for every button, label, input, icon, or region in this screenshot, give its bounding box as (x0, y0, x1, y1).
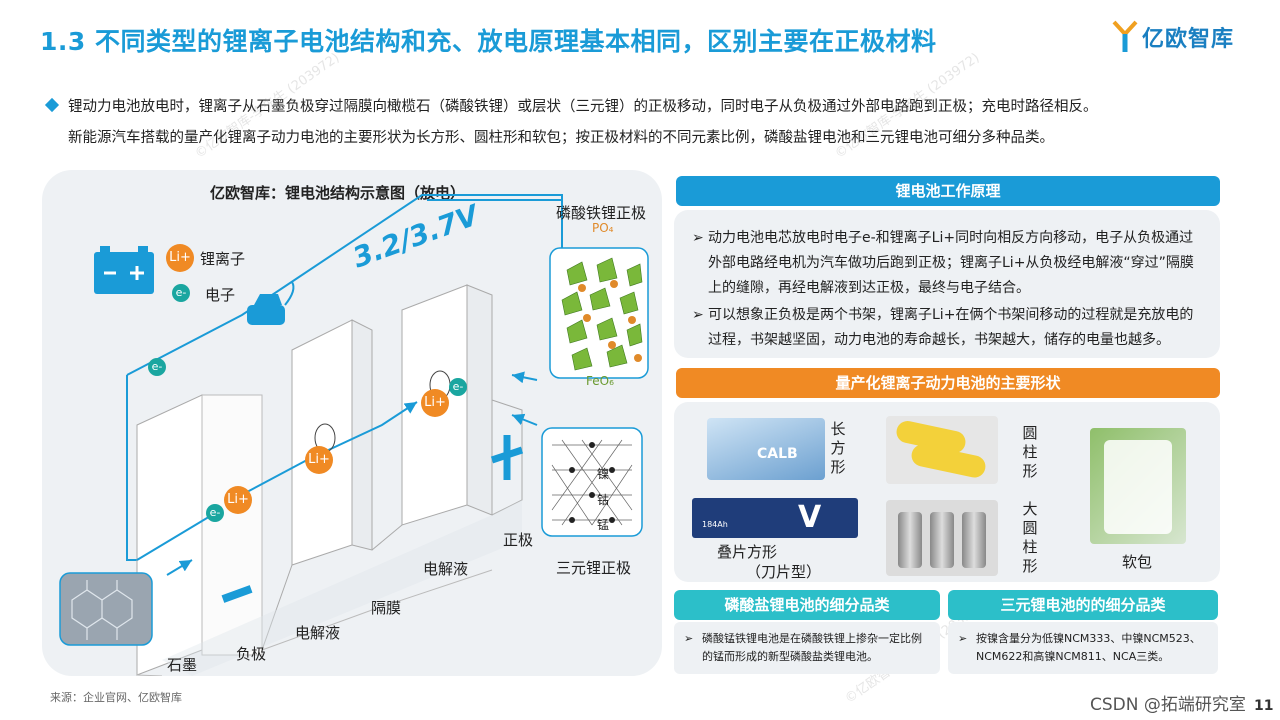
cobalt-label: 钴 (597, 493, 610, 507)
page-number: 11 (1254, 698, 1274, 714)
cylindrical-cell-image (886, 416, 998, 484)
forms-header: 量产化锂离子动力电池的主要形状 (676, 368, 1220, 398)
arrow-bullet-icon: ➢ (692, 230, 704, 246)
blade-v-logo-icon: V (798, 500, 822, 535)
principle-point-1: ➢动力电池电芯放电时电子e-和锂离子Li+同时向相反方向移动，电子从负极通过外部… (674, 226, 1220, 301)
intro-line-1: 锂动力电池放电时，锂离子从石墨负极穿过隔膜向橄榄石（磷酸铁锂）或层状（三元锂）的… (68, 99, 1098, 115)
arrow-bullet-icon: ➢ (692, 307, 704, 323)
diagram-title: 亿欧智库：锂电池结构示意图（放电） (210, 184, 466, 202)
ternary-cathode-label: 三元锂正极 (556, 559, 632, 577)
anode-label: 负极 (236, 645, 267, 663)
yiou-logo-icon (1112, 20, 1138, 52)
source-note: 来源：企业官网、亿欧智库 (50, 691, 182, 704)
lfp-sub-text: 磷酸锰铁锂电池是在磷酸铁锂上掺杂一定比例的锰而形成的新型磷酸盐类锂电池。 (702, 632, 922, 663)
blade-label-1: 叠片方形 (717, 543, 778, 561)
legend-electron-label: 电子 (205, 286, 236, 304)
principle-text-2: 可以想象正负极是两个书架，锂离子Li+在俩个书架间移动的过程就是充放电的过程，书… (708, 307, 1194, 348)
blade-capacity: 184Ah (702, 520, 728, 529)
lfp-sub-box: ➢ 磷酸锰铁锂电池是在磷酸铁锂上掺杂一定比例的锰而形成的新型磷酸盐类锂电池。 (674, 622, 940, 674)
prismatic-cell-image: CALB (707, 418, 825, 480)
calb-text: CALB (757, 446, 798, 462)
lithium-ion-marker: Li+ (421, 389, 449, 417)
logo-text: 亿欧智库 (1142, 27, 1235, 52)
rect-label: 长方形 (830, 420, 846, 476)
diamond-bullet-icon (44, 97, 60, 113)
electrolyte-right-label: 电解液 (423, 560, 469, 578)
cathode-label: 正极 (503, 531, 534, 549)
legend-ion-symbol: Li+ (166, 244, 194, 272)
lfp-sub-header: 磷酸盐锂电池的细分品类 (674, 590, 940, 620)
graphite-label: 石墨 (167, 656, 198, 674)
intro-bullet: 锂动力电池放电时，锂离子从石墨负极穿过隔膜向橄榄石（磷酸铁锂）或层状（三元锂）的… (44, 92, 1250, 154)
principle-header: 锂电池工作原理 (676, 176, 1220, 206)
pouch-label: 软包 (1122, 553, 1153, 571)
legend-ion-label: 锂离子 (200, 250, 246, 268)
ncm-sub-text: 按镍含量分为低镍NCM333、中镍NCM523、NCM622和高镍NCM811、… (976, 632, 1201, 663)
ncm-sub-header: 三元锂电池的的细分品类 (948, 590, 1218, 620)
page-title: 1.3 不同类型的锂离子电池结构和充、放电原理基本相同，区别主要在正极材料 (40, 27, 937, 56)
separator-label: 隔膜 (371, 599, 402, 617)
arrow-bullet-icon: ➢ (958, 632, 968, 645)
electron-marker: e- (148, 358, 166, 376)
intro-line-2: 新能源汽车搭载的量产化锂离子动力电池的主要形状为长方形、圆柱形和软包；按正极材料… (68, 130, 1054, 146)
pouch-cell-image (1090, 428, 1186, 544)
blade-cell-image: 184Ah V (692, 498, 858, 538)
feo6-label: FeO₆ (586, 374, 614, 388)
legend-electron-symbol: e- (172, 284, 190, 302)
po4-label: PO₄ (592, 221, 614, 235)
principle-point-2: ➢可以想象正负极是两个书架，锂离子Li+在俩个书架间移动的过程就是充放电的过程，… (674, 303, 1220, 353)
principle-box: ➢动力电池电芯放电时电子e-和锂离子Li+同时向相反方向移动，电子从负极通过外部… (674, 210, 1220, 358)
principle-text-1: 动力电池电芯放电时电子e-和锂离子Li+同时向相反方向移动，电子从负极通过外部电… (708, 230, 1194, 296)
large-cylindrical-cell-image (886, 500, 998, 576)
arrow-bullet-icon: ➢ (684, 632, 694, 645)
nickel-label: 镍 (597, 467, 610, 481)
logo: 亿欧智库 (1112, 20, 1234, 54)
cyl-label: 圆柱形 (1022, 424, 1038, 480)
lfp-cathode-label: 磷酸铁锂正极 (556, 204, 647, 222)
csdn-watermark: CSDN @拓端研究室 (1090, 695, 1246, 715)
electrolyte-left-label: 电解液 (295, 624, 341, 642)
lithium-ion-marker: Li+ (305, 446, 333, 474)
manganese-label: 锰 (597, 518, 610, 532)
big-cyl-label: 大圆柱形 (1022, 500, 1038, 575)
lithium-ion-marker: Li+ (224, 486, 252, 514)
electron-marker: e- (206, 504, 224, 522)
blade-label-2: （刀片型） (746, 563, 822, 581)
electron-marker: e- (449, 378, 467, 396)
ncm-sub-box: ➢ 按镍含量分为低镍NCM333、中镍NCM523、NCM622和高镍NCM81… (948, 622, 1218, 674)
